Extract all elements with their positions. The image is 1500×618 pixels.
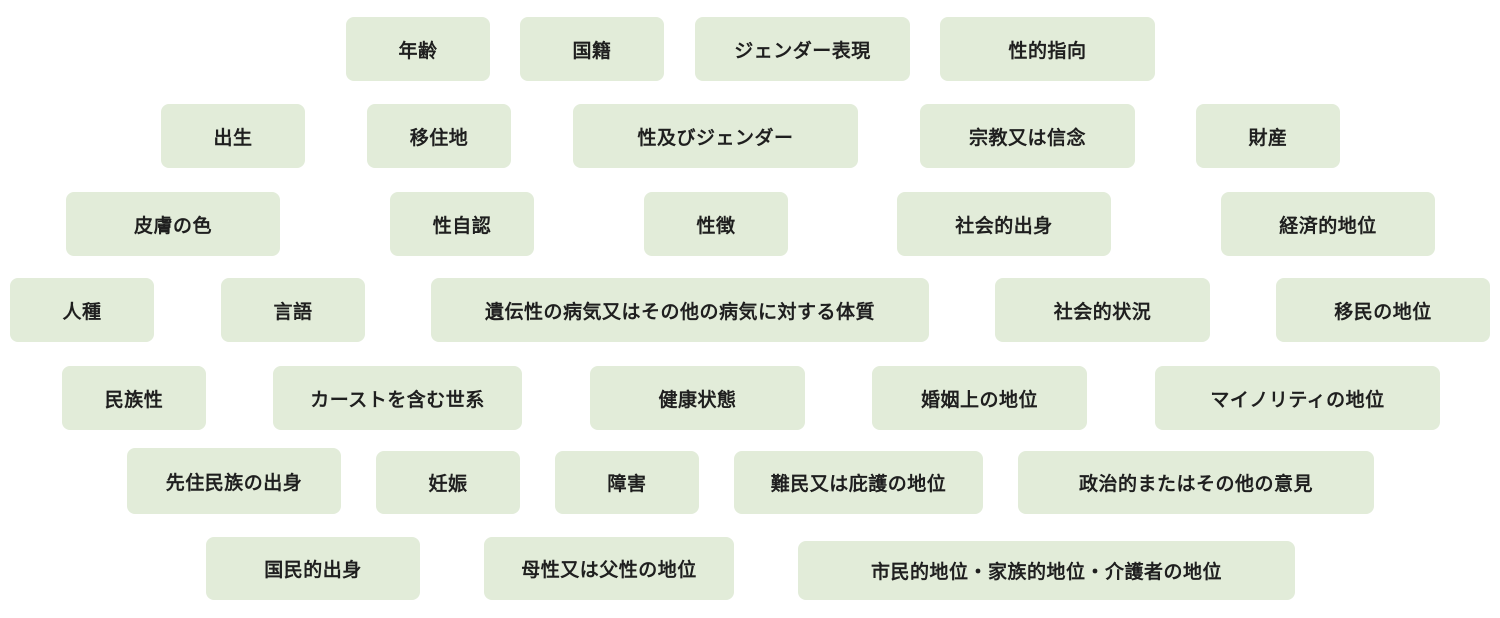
ground-tag-civil-family-carer-status: 市民的地位・家族的地位・介護者の地位 xyxy=(798,541,1295,600)
ground-tag-pregnancy: 妊娠 xyxy=(376,451,520,514)
ground-tag-property: 財産 xyxy=(1196,104,1340,168)
ground-tag-economic-status: 経済的地位 xyxy=(1221,192,1435,256)
ground-tag-maternity-or-paternity-status: 母性又は父性の地位 xyxy=(484,537,734,600)
ground-tag-social-situation: 社会的状況 xyxy=(995,278,1210,342)
ground-tag-residence: 移住地 xyxy=(367,104,511,168)
ground-tag-political-or-other-opinion: 政治的またはその他の意見 xyxy=(1018,451,1374,514)
ground-tag-religion-or-belief: 宗教又は信念 xyxy=(920,104,1135,168)
ground-tag-sex-characteristics: 性徴 xyxy=(644,192,788,256)
ground-tag-ethnicity: 民族性 xyxy=(62,366,206,430)
ground-tag-genetic-predisposition: 遺伝性の病気又はその他の病気に対する体質 xyxy=(431,278,929,342)
ground-tag-skin-colour: 皮膚の色 xyxy=(66,192,280,256)
ground-tag-age: 年齢 xyxy=(346,17,490,81)
ground-tag-language: 言語 xyxy=(221,278,365,342)
ground-tag-race: 人種 xyxy=(10,278,154,342)
ground-tag-minority-status: マイノリティの地位 xyxy=(1155,366,1440,430)
ground-tag-refugee-or-asylum-status: 難民又は庇護の地位 xyxy=(734,451,983,514)
ground-tag-nationality: 国籍 xyxy=(520,17,664,81)
ground-tag-migrant-status: 移民の地位 xyxy=(1276,278,1490,342)
ground-tag-sexual-orientation: 性的指向 xyxy=(940,17,1155,81)
ground-tag-social-origin: 社会的出身 xyxy=(897,192,1111,256)
ground-tag-indigenous-origin: 先住民族の出身 xyxy=(127,448,341,514)
ground-tag-disability: 障害 xyxy=(555,451,699,514)
ground-tag-birth: 出生 xyxy=(161,104,305,168)
ground-tag-marital-status: 婚姻上の地位 xyxy=(872,366,1087,430)
ground-tag-gender-expression: ジェンダー表現 xyxy=(695,17,910,81)
ground-tag-descent-including-caste: カーストを含む世系 xyxy=(273,366,522,430)
ground-tag-health-status: 健康状態 xyxy=(590,366,805,430)
ground-tag-gender-identity: 性自認 xyxy=(390,192,534,256)
ground-tag-national-origin: 国民的出身 xyxy=(206,537,420,600)
ground-tag-sex-and-gender: 性及びジェンダー xyxy=(573,104,858,168)
